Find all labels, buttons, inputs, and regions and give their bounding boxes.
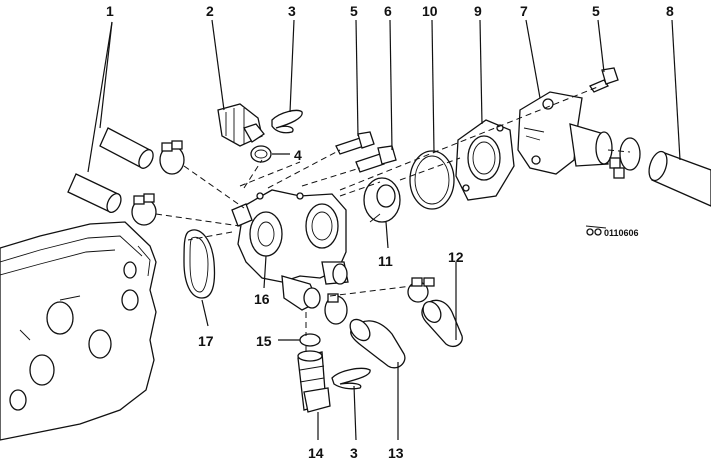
callout-3-bottom: 3 <box>350 445 358 461</box>
bolt-6 <box>355 145 397 173</box>
reference-code: 0110606 <box>585 225 639 238</box>
hose-clamp-lower <box>131 193 157 226</box>
callout-4: 4 <box>294 147 302 163</box>
callout-14: 14 <box>308 445 324 461</box>
callout-12: 12 <box>448 249 464 265</box>
callout-5-left: 5 <box>350 3 358 19</box>
hose-clamp-upper <box>159 140 185 175</box>
bolt-5-left <box>335 131 375 155</box>
callout-leaders <box>87 19 681 441</box>
callout-15: 15 <box>256 333 272 349</box>
seal-ring-10 <box>409 150 455 210</box>
hose-clamp-12 <box>407 277 435 303</box>
callout-7: 7 <box>520 3 528 19</box>
outlet-hose-8 <box>648 150 711 207</box>
hose-clamp-lower-right <box>324 293 348 325</box>
callout-11: 11 <box>378 253 393 269</box>
callout-5-right: 5 <box>592 3 600 19</box>
thermostat <box>363 177 401 223</box>
lower-hose <box>67 173 122 214</box>
o-ring-4 <box>250 145 272 163</box>
coolant-housing-16 <box>231 189 349 311</box>
reference-code-text: 0110606 <box>604 228 639 238</box>
hose-connector-14 <box>297 350 331 413</box>
assembly-lines <box>155 85 631 356</box>
flange-9 <box>455 119 515 201</box>
gasket-17 <box>183 229 216 299</box>
callout-9: 9 <box>474 3 482 19</box>
callout-labels: 1 2 3 5 6 10 9 7 5 8 4 11 12 16 17 15 14… <box>106 3 674 461</box>
temperature-sensor <box>217 103 265 147</box>
spring-clip-bottom <box>331 367 371 390</box>
callout-17: 17 <box>198 333 214 349</box>
bolt-5-right <box>589 67 619 93</box>
outlet-housing-7 <box>517 91 613 175</box>
heater-hose-12 <box>421 299 463 348</box>
callout-6: 6 <box>384 3 392 19</box>
spring-clip-top <box>271 109 303 134</box>
o-ring-15 <box>299 333 321 347</box>
callout-16: 16 <box>254 291 270 307</box>
upper-hose <box>99 127 154 169</box>
callout-10: 10 <box>422 3 438 19</box>
engine-block <box>0 221 157 441</box>
hose-clamp-8 <box>609 137 641 179</box>
callout-13: 13 <box>388 445 404 461</box>
callout-3-top: 3 <box>288 3 296 19</box>
bypass-hose-13 <box>349 318 406 369</box>
callout-1: 1 <box>106 3 114 19</box>
callout-8: 8 <box>666 3 674 19</box>
callout-2: 2 <box>206 3 214 19</box>
